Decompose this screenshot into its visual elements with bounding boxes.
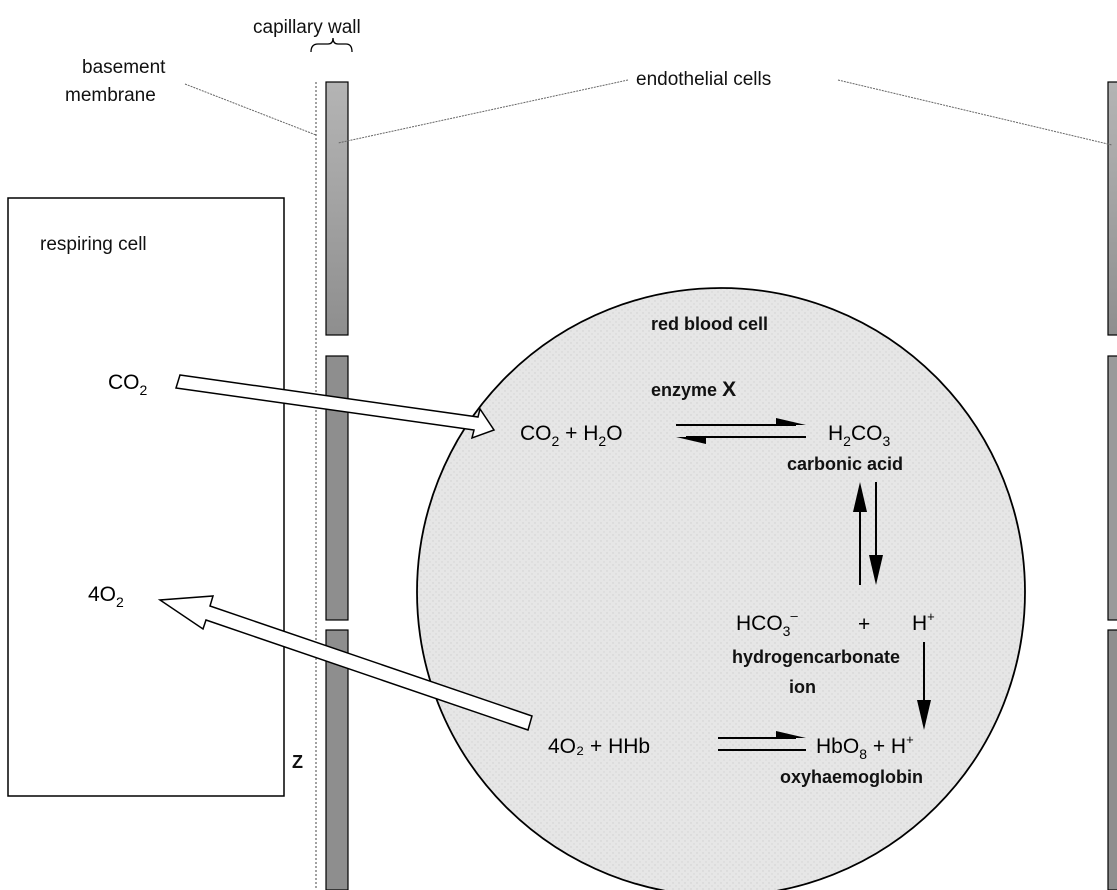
product-hbo8-h: HbO8 + H+ <box>816 732 914 762</box>
ion-label: ion <box>789 677 816 697</box>
respiring-cell-label: respiring cell <box>40 234 147 255</box>
hydrogencarbonate-label: hydrogencarbonate <box>732 647 900 667</box>
o2-out-label: 4O2 <box>88 583 124 610</box>
endothelial-cells-label: endothelial cells <box>636 69 771 90</box>
capillary-wall-label: capillary wall <box>253 17 361 38</box>
reactant-co2-h2o: CO2 + H2O <box>520 422 623 449</box>
o2-diffusion-arrow <box>157 595 533 731</box>
h-ion-arrow <box>917 642 931 730</box>
basement-membrane-label-2: membrane <box>65 85 156 106</box>
capillary-wall-right <box>1107 81 1117 890</box>
reactant-4o2-hhb: 4O₂ + HHb <box>548 735 650 758</box>
h-ion: H+ <box>912 609 935 635</box>
oxyhaemoglobin-label: oxyhaemoglobin <box>780 767 923 787</box>
basement-membrane-label-1: basement <box>82 57 166 78</box>
capillary-wall-bracket <box>310 37 353 53</box>
plus-sign: + <box>858 613 870 636</box>
equilibrium-arrows-1 <box>676 418 806 444</box>
respiring-cell-box <box>7 197 285 797</box>
basement-membrane-pointer <box>184 83 317 136</box>
endothelial-pointer-left <box>337 79 629 144</box>
enzyme-label: enzyme X <box>651 378 736 401</box>
hco3-ion: HCO3– <box>736 608 798 639</box>
red-blood-cell <box>416 287 1026 890</box>
z-label: Z <box>292 752 303 772</box>
capillary-wall-left <box>315 81 349 890</box>
co2-out-label: CO2 <box>108 371 148 398</box>
co2-diffusion-arrow <box>175 374 496 440</box>
carbonic-acid-label: carbonic acid <box>787 454 903 474</box>
product-h2co3: H2CO3 <box>828 422 890 449</box>
red-blood-cell-label: red blood cell <box>651 314 768 334</box>
equilibrium-arrows-2 <box>853 482 883 585</box>
equilibrium-arrows-3 <box>718 731 806 751</box>
endothelial-pointer-right <box>837 79 1113 146</box>
